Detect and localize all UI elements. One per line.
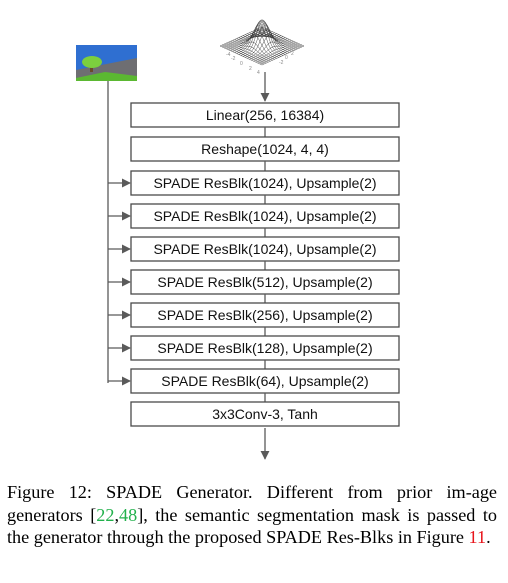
layer-label: SPADE ResBlk(1024), Upsample(2) xyxy=(153,241,376,257)
surface-gridline xyxy=(232,40,275,60)
surface-tick-label: 0 xyxy=(240,61,243,67)
layer-label: SPADE ResBlk(64), Upsample(2) xyxy=(161,373,368,389)
surface-gridline xyxy=(240,19,284,56)
surface-gridline xyxy=(236,28,279,58)
layer-block: 3x3Conv-3, Tanh xyxy=(130,401,400,427)
surface-gridline xyxy=(238,22,281,57)
citation-link-22[interactable]: 22 xyxy=(96,504,115,525)
layer-block: SPADE ResBlk(64), Upsample(2) xyxy=(108,368,400,402)
layer-label: SPADE ResBlk(1024), Upsample(2) xyxy=(153,175,376,191)
layer-block: Reshape(1024, 4, 4) xyxy=(130,136,400,171)
surface-tick-label: -4 xyxy=(226,52,231,58)
surface-gridline xyxy=(261,26,305,47)
surface-tick-label: -2 xyxy=(231,56,236,62)
surface-gridline xyxy=(234,35,277,59)
layer-stack: Linear(256, 16384) Reshape(1024, 4, 4) SPA… xyxy=(108,102,400,427)
surface-gridline xyxy=(230,40,273,61)
surface-gridline xyxy=(245,28,288,58)
layer-box xyxy=(130,302,400,328)
surface-tick-label: 0 xyxy=(285,55,288,61)
surface-tick-label: -2 xyxy=(279,60,284,66)
surface-gridline xyxy=(228,41,271,62)
layer-block: SPADE ResBlk(128), Upsample(2) xyxy=(108,335,400,369)
surface-axis-ticks: 024-2-4-202 xyxy=(226,51,294,76)
surface-gridline xyxy=(224,43,267,64)
surface-gridline xyxy=(257,28,300,49)
layer-box xyxy=(130,269,400,295)
layer-label: Linear(256, 16384) xyxy=(206,107,324,123)
surface-tick-label: 2 xyxy=(249,66,252,72)
caption-mid: ], the semantic segmentation mask is pas… xyxy=(7,504,497,548)
layer-box xyxy=(130,335,400,361)
figure-link-11[interactable]: 11 xyxy=(468,527,487,547)
surface-tick-label: 4 xyxy=(257,70,260,76)
surface-gridline xyxy=(219,45,263,66)
layer-box xyxy=(130,236,400,262)
noise-distribution-surface xyxy=(219,19,305,66)
caption-lead: Figure 12: SPADE Generator. Different fr… xyxy=(7,482,497,525)
generator-diagram: 024-2-4-202 Linear(256, 16384)Reshape(10… xyxy=(76,19,400,460)
layer-block: SPADE ResBlk(512), Upsample(2) xyxy=(108,269,400,303)
layer-label: Reshape(1024, 4, 4) xyxy=(201,141,329,157)
surface-gridline xyxy=(249,32,292,52)
layer-block: SPADE ResBlk(1024), Upsample(2) xyxy=(108,236,400,270)
layer-label: SPADE ResBlk(1024), Upsample(2) xyxy=(153,208,376,224)
surface-gridline xyxy=(247,35,290,59)
layer-block: SPADE ResBlk(1024), Upsample(2) xyxy=(108,170,400,204)
caption-tail: . xyxy=(486,527,491,547)
citation-link-48[interactable]: 48 xyxy=(119,504,138,525)
layer-block: SPADE ResBlk(1024), Upsample(2) xyxy=(108,203,400,237)
caption-sep: , xyxy=(114,504,119,525)
layer-box xyxy=(130,102,400,128)
segmentation-mask-image xyxy=(76,45,137,81)
surface-gridline xyxy=(222,44,265,65)
surface-gridline xyxy=(226,42,269,63)
surface-gridline xyxy=(253,30,296,51)
figure-caption: Figure 12: SPADE Generator. Different fr… xyxy=(7,481,497,549)
layer-block: Linear(256, 16384) xyxy=(130,102,400,137)
layer-block: SPADE ResBlk(256), Upsample(2) xyxy=(108,302,400,336)
layer-label: 3x3Conv-3, Tanh xyxy=(212,406,318,422)
surface-tick-label: 2 xyxy=(291,51,294,57)
layer-box xyxy=(130,401,400,427)
layer-label: SPADE ResBlk(512), Upsample(2) xyxy=(157,274,372,290)
layer-label: SPADE ResBlk(128), Upsample(2) xyxy=(157,340,372,356)
layer-label: SPADE ResBlk(256), Upsample(2) xyxy=(157,307,372,323)
